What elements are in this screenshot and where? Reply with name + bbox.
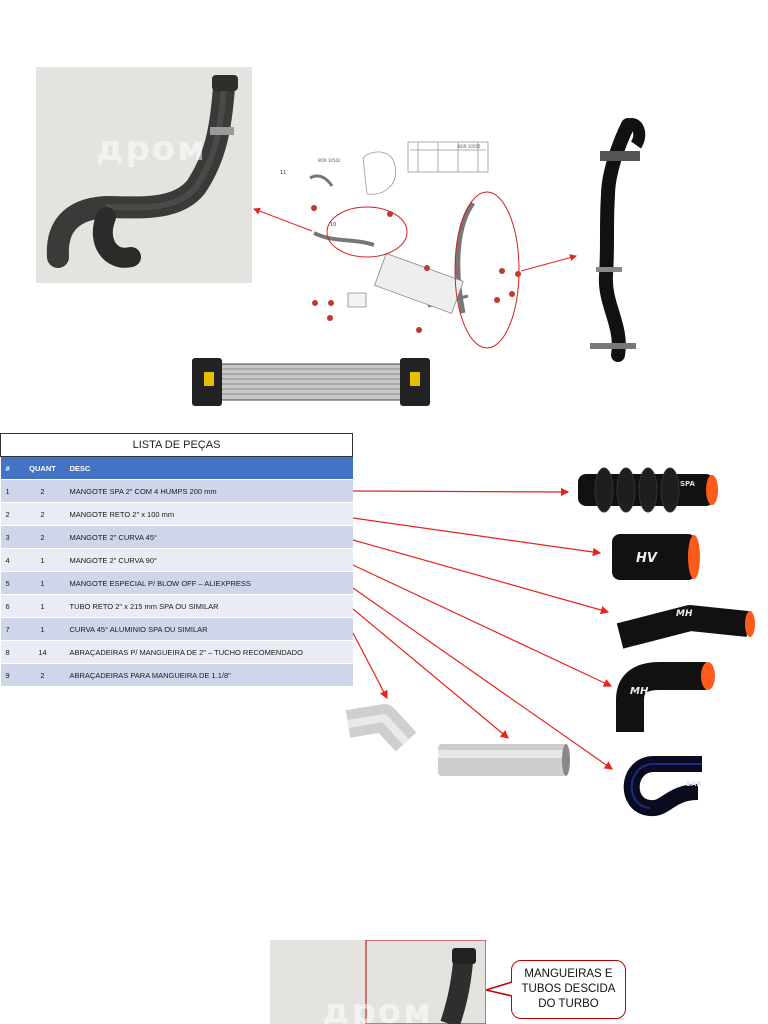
row-desc: CURVA 45° ALUMINIO SPA OU SIMILAR	[64, 617, 353, 641]
column-header-quant: QUANT	[20, 456, 65, 480]
hose-90-degree-photo: MH	[616, 662, 715, 732]
callout-pointer	[486, 981, 513, 997]
watermark-top: дром	[96, 129, 207, 169]
label-11: 11	[280, 170, 286, 176]
row-number: 8	[0, 640, 21, 664]
aluminium-curve-45-photo	[345, 704, 417, 752]
row-quant: 2	[20, 525, 65, 549]
row-number: 5	[0, 571, 21, 595]
row-desc: MANGOTE SPA 2" COM 4 HUMPS 200 mm	[64, 479, 353, 503]
intercooler-photo	[192, 358, 430, 406]
hose-4-humps-photo: SPA	[578, 467, 718, 513]
silicone-hose-photo	[590, 118, 646, 362]
row-quant: 1	[20, 571, 65, 595]
label-bor-10505: BOR 10505	[458, 144, 481, 149]
label-10: 10	[330, 222, 336, 228]
table-arrows	[352, 487, 613, 770]
row-number: 3	[0, 525, 21, 549]
engine-sketch	[362, 141, 489, 195]
highlight-ellipse-right	[454, 191, 520, 349]
hose2-brand: HV	[636, 551, 658, 566]
row-quant: 1	[20, 594, 65, 618]
row-desc: TUBO RETO 2" x 215 mm SPA OU SIMILAR	[64, 594, 353, 618]
hose4-brand: MH	[630, 686, 649, 697]
row-number: 2	[0, 502, 21, 526]
row-desc: ABRAÇADEIRAS P/ MANGUEIRA DE 2" – TUCHO …	[64, 640, 353, 664]
row-quant: 14	[20, 640, 65, 664]
hose3-brand: MH	[676, 609, 693, 619]
row-number: 9	[0, 663, 21, 687]
aluminium-tube-photo	[438, 744, 570, 776]
row-quant: 2	[20, 663, 65, 687]
row-desc: MANGOTE 2" CURVA 45°	[64, 525, 353, 549]
column-header-number: #	[0, 456, 21, 480]
hose1-brand: SPA	[680, 480, 696, 488]
row-quant: 1	[20, 617, 65, 641]
column-header-desc: DESC	[64, 456, 353, 480]
diagram-arrows	[253, 207, 577, 272]
highlight-ellipse-left	[326, 206, 408, 258]
bottom-hose-illustration	[270, 940, 486, 1024]
hose-45-degree-photo: MH	[616, 605, 755, 649]
bottom-hose-photo: дром	[270, 940, 486, 1024]
row-desc: MANGOTE RETO 2" x 100 mm	[64, 502, 353, 526]
row-desc: MANGOTE 2" CURVA 90°	[64, 548, 353, 572]
row-number: 7	[0, 617, 21, 641]
watermark-bottom: дром	[322, 992, 433, 1024]
row-number: 4	[0, 548, 21, 572]
original-hose-illustration	[36, 67, 252, 283]
row-quant: 2	[20, 479, 65, 503]
row-number: 1	[0, 479, 21, 503]
row-number: 6	[0, 594, 21, 618]
original-hose-photo: дром	[36, 67, 252, 283]
hose5-brand: SAK	[686, 780, 702, 788]
intercooler-exploded-diagram: BOR 10502 BOR 10505 11 10	[280, 141, 521, 349]
parts-list-title: LISTA DE PEÇAS	[0, 433, 353, 457]
label-bor-10502: BOR 10502	[318, 158, 341, 163]
row-desc: ABRAÇADEIRAS PARA MANGUEIRA DE 1.1/8"	[64, 663, 353, 687]
hose-straight-photo: HV	[612, 534, 700, 580]
callout-descida-turbo: MANGUEIRAS E TUBOS DESCIDA DO TURBO	[511, 960, 626, 1019]
row-desc: MANGOTE ESPECIAL P/ BLOW OFF – ALIEXPRES…	[64, 571, 353, 595]
row-quant: 1	[20, 548, 65, 572]
hose-blow-off-photo: SAK	[623, 756, 702, 817]
row-quant: 2	[20, 502, 65, 526]
